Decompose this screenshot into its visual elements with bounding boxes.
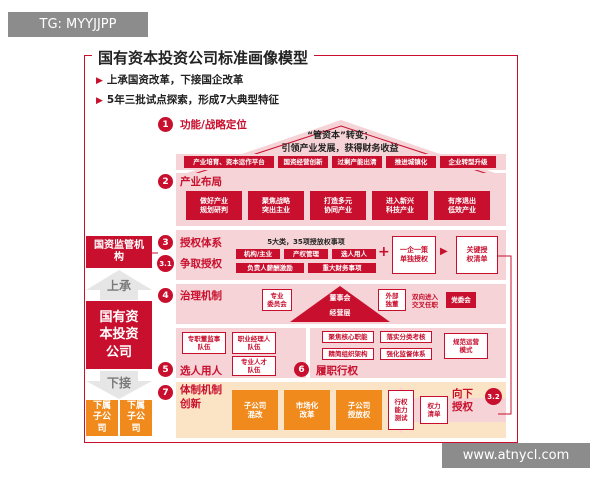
s1-item-1: 产业培育、资本运作平台: [184, 156, 274, 168]
roof-line-2: 引领产业发展，获得财务收益: [281, 144, 399, 154]
connector-regulator: [152, 252, 158, 254]
s3-item-5: 重大财务事项: [308, 263, 376, 273]
s5-item-1: 专职董监事 队伍: [182, 332, 226, 354]
section-3-1-number: 3.1: [157, 255, 174, 272]
s7-ability: 行权 能力 测试: [388, 390, 414, 430]
regulator-box: 国资监管机构: [86, 236, 152, 268]
section-3-label: 授权体系: [180, 237, 222, 249]
s7-item-3: 子公司 授放权: [336, 390, 382, 430]
s6-item-4: 强化监督体系: [380, 348, 432, 360]
section-6-number: 6: [294, 362, 309, 377]
section-3-1-label: 争取授权: [180, 258, 222, 270]
subsidiary-box-1: 下属子公司: [86, 400, 118, 436]
up-label: 上承: [106, 279, 131, 293]
s3-item-2: 产权管理: [284, 249, 328, 259]
s3-list: 关键授 权清单: [456, 236, 498, 274]
s4-committee: 专业 委员会: [262, 289, 292, 311]
watermark-top: TG: MYYJJPP: [8, 12, 148, 37]
down-arrow-shape: [86, 371, 152, 399]
governance-triangle: [290, 286, 390, 322]
subsidiary-box-2: 下属子公司: [120, 400, 152, 436]
section-3-2-number: 3.2: [485, 388, 502, 405]
section-6-label: 履职行权: [316, 365, 358, 377]
section-5-label: 选人用人: [180, 365, 222, 377]
section-2-number: 2: [158, 174, 173, 189]
s4-external: 外部 独董: [378, 289, 406, 311]
section-2-label: 产业布局: [180, 176, 222, 188]
s4-board: 董事会: [329, 294, 351, 303]
section-5-number: 5: [158, 362, 173, 377]
s3-item-1: 机构/主业: [236, 249, 280, 259]
watermark-bottom: www.atnycl.com: [442, 443, 590, 468]
s2-item-5: 有序退出 低效产业: [434, 191, 490, 220]
section-3-number: 3: [158, 235, 173, 250]
section-4-number: 4: [158, 288, 173, 303]
s7-item-2: 市场化 改革: [284, 390, 330, 430]
s6-ops: 规范运营 模式: [444, 333, 488, 359]
section-7-number: 7: [158, 385, 173, 400]
s5-item-3: 专业人才 队伍: [232, 356, 276, 376]
s3-header: 5大类，35项授放权事项: [267, 238, 345, 246]
page-title: 国有资本投资公司标准画像模型: [92, 47, 315, 68]
s4-cross: 双向进入 交叉任职: [412, 293, 438, 310]
bullet-1-text: 上承国资改革，下接国企改革: [106, 74, 244, 86]
section-1-number: 1: [158, 117, 173, 132]
right-connector: [498, 255, 512, 415]
section-7-label: 体制机制 创新: [180, 384, 222, 410]
down-label: 下接: [106, 376, 131, 390]
s2-item-1: 做好产业 规划研判: [186, 191, 242, 220]
s7-power-list: 权力 清单: [420, 396, 448, 424]
s1-item-2: 国资经营创新: [278, 156, 328, 168]
s6-item-1: 聚焦核心职能: [322, 331, 374, 343]
s3-policy: 一企一策 单独授权: [392, 236, 436, 274]
investment-company-box: 国有资本投资公司: [86, 301, 152, 369]
up-arrow-shape: [86, 270, 152, 300]
s7-item-1: 子公司 混改: [232, 390, 278, 430]
s2-item-2: 聚焦战略 突出主业: [248, 191, 304, 220]
s1-item-3: 过剩产能出清: [332, 156, 382, 168]
s2-item-3: 打造多元 协同产业: [310, 191, 366, 220]
s2-item-4: 进入新兴 科技产业: [372, 191, 428, 220]
s3-plus: +: [378, 244, 390, 260]
roof-line-1: “管资本”转变；: [307, 131, 373, 141]
s7-down-label: 向下 授权: [452, 388, 473, 414]
s6-item-2: 落实分类考核: [380, 331, 432, 343]
s3-item-3: 选人用人: [332, 249, 376, 259]
s4-party: 党委会: [446, 292, 476, 308]
bullet-1: ▶上承国资改革，下接国企改革: [96, 74, 244, 86]
bullet-2-text: 5年三批试点探索，形成7大典型特征: [106, 94, 280, 106]
s4-mgmt: 经营层: [329, 309, 351, 318]
bullet-2: ▶5年三批试点探索，形成7大典型特征: [96, 94, 280, 106]
s3-arrow-icon: ▶: [440, 246, 448, 257]
s5-item-2: 职业经理人 队伍: [232, 332, 276, 354]
section-4-label: 治理机制: [180, 290, 222, 302]
s3-item-4: 负责人薪酬激励: [236, 263, 304, 273]
s6-item-3: 精简组织架构: [322, 348, 374, 360]
section-1-label: 功能/战略定位: [180, 119, 247, 131]
s1-item-4: 推进城镇化: [386, 156, 436, 168]
s1-item-5: 企业转型升级: [440, 156, 496, 168]
